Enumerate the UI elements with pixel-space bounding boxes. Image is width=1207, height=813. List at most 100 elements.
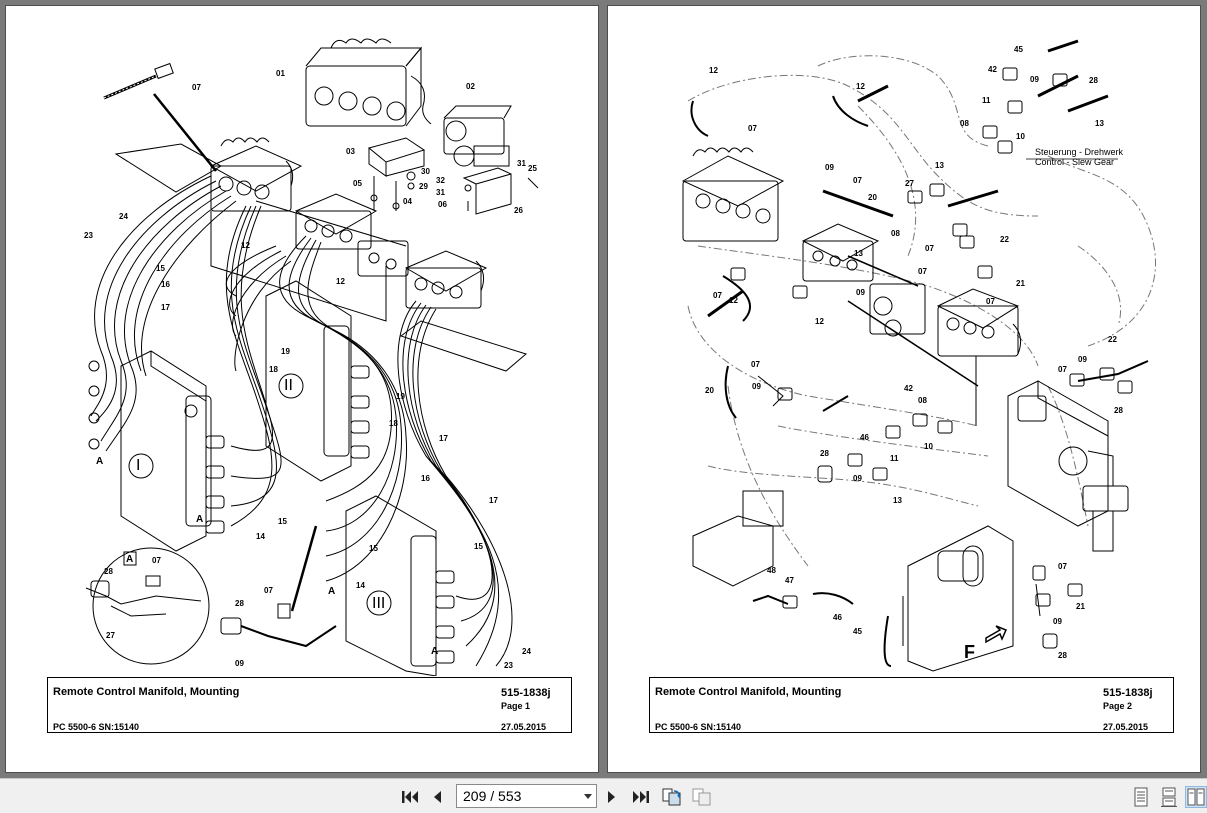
page-label: Page 1 [501, 701, 531, 711]
svg-text:08: 08 [918, 396, 927, 405]
svg-text:06: 06 [438, 200, 447, 209]
svg-text:12: 12 [856, 82, 865, 91]
svg-text:27: 27 [905, 179, 914, 188]
svg-text:48: 48 [767, 566, 776, 575]
svg-text:11: 11 [982, 96, 991, 105]
svg-text:A: A [431, 646, 438, 657]
svg-text:28: 28 [1058, 651, 1067, 660]
svg-text:15: 15 [474, 542, 483, 551]
svg-text:07: 07 [713, 291, 722, 300]
last-page-icon [633, 791, 649, 803]
svg-text:07: 07 [853, 176, 862, 185]
svg-text:23: 23 [504, 661, 513, 670]
page-number-value: 209 / 553 [463, 788, 522, 804]
svg-text:28: 28 [1114, 406, 1123, 415]
rotate-button[interactable] [660, 786, 684, 808]
two-page-view-button[interactable] [1185, 786, 1207, 808]
svg-text:22: 22 [1000, 235, 1009, 244]
svg-text:09: 09 [752, 382, 761, 391]
svg-text:12: 12 [336, 277, 345, 286]
svg-text:27: 27 [106, 631, 115, 640]
note-english: Control - Slew Gear [1035, 157, 1114, 167]
svg-text:07: 07 [1058, 562, 1067, 571]
svg-text:12: 12 [709, 66, 718, 75]
prev-page-button[interactable] [429, 786, 445, 808]
continuous-view-button[interactable] [1158, 786, 1180, 808]
svg-text:17: 17 [161, 303, 170, 312]
svg-text:15: 15 [278, 517, 287, 526]
svg-text:47: 47 [785, 576, 794, 585]
svg-text:A: A [96, 456, 103, 467]
machine-serial: PC 5500-6 SN:15140 [53, 722, 140, 732]
svg-text:07: 07 [1058, 365, 1067, 374]
compare-button[interactable] [689, 786, 713, 808]
svg-text:07: 07 [925, 244, 934, 253]
first-page-icon [402, 791, 418, 803]
svg-text:A: A [126, 554, 133, 565]
svg-text:16: 16 [161, 280, 170, 289]
svg-text:05: 05 [353, 179, 362, 188]
svg-text:30: 30 [421, 167, 430, 176]
svg-text:42: 42 [904, 384, 913, 393]
svg-text:24: 24 [119, 212, 128, 221]
title-block-2: Remote Control Manifold, Mounting 515-18… [649, 677, 1174, 733]
page-number-select[interactable]: 209 / 553 [456, 784, 597, 808]
svg-text:28: 28 [235, 599, 244, 608]
svg-text:21: 21 [1016, 279, 1025, 288]
svg-text:13: 13 [854, 249, 863, 258]
svg-text:24: 24 [522, 647, 531, 656]
svg-text:31: 31 [517, 159, 526, 168]
svg-text:17: 17 [439, 434, 448, 443]
svg-text:07: 07 [192, 83, 201, 92]
svg-text:14: 14 [356, 581, 365, 590]
svg-text:11: 11 [890, 454, 899, 463]
svg-text:45: 45 [1014, 45, 1023, 54]
svg-text:13: 13 [935, 161, 944, 170]
two-page-view-icon [1187, 788, 1205, 806]
single-page-view-icon [1134, 787, 1148, 807]
svg-text:19: 19 [396, 392, 405, 401]
svg-text:08: 08 [891, 229, 900, 238]
svg-text:I: I [136, 457, 140, 474]
svg-text:18: 18 [389, 419, 398, 428]
next-page-button[interactable] [604, 786, 620, 808]
svg-text:19: 19 [281, 347, 290, 356]
svg-text:A: A [196, 514, 203, 525]
svg-text:12: 12 [815, 317, 824, 326]
svg-text:07: 07 [751, 360, 760, 369]
svg-text:03: 03 [346, 147, 355, 156]
last-page-button[interactable] [631, 786, 651, 808]
svg-text:31: 31 [436, 188, 445, 197]
svg-text:13: 13 [893, 496, 902, 505]
svg-text:09: 09 [1030, 75, 1039, 84]
svg-text:F: F [964, 642, 975, 662]
prev-page-icon [434, 791, 441, 803]
navigation-toolbar [0, 778, 1207, 813]
svg-text:45: 45 [853, 627, 862, 636]
chevron-down-icon[interactable] [584, 794, 592, 799]
drawing-title: Remote Control Manifold, Mounting [655, 686, 842, 698]
svg-text:22: 22 [1108, 335, 1117, 344]
svg-text:09: 09 [1053, 617, 1062, 626]
next-page-icon [608, 791, 615, 803]
svg-text:III: III [372, 595, 385, 612]
svg-text:07: 07 [152, 556, 161, 565]
svg-text:08: 08 [960, 119, 969, 128]
svg-text:25: 25 [528, 164, 537, 173]
first-page-button[interactable] [400, 786, 420, 808]
svg-text:26: 26 [514, 206, 523, 215]
single-page-view-button[interactable] [1130, 786, 1152, 808]
svg-text:42: 42 [988, 65, 997, 74]
svg-text:01: 01 [276, 69, 285, 78]
svg-text:14: 14 [256, 532, 265, 541]
svg-text:12: 12 [729, 296, 738, 305]
svg-text:10: 10 [924, 442, 933, 451]
svg-text:07: 07 [986, 297, 995, 306]
svg-text:A: A [328, 586, 335, 597]
continuous-view-icon [1161, 787, 1177, 807]
rotate-icon [662, 788, 681, 806]
document-number: 515-1838j [501, 687, 551, 699]
svg-text:09: 09 [1078, 355, 1087, 364]
